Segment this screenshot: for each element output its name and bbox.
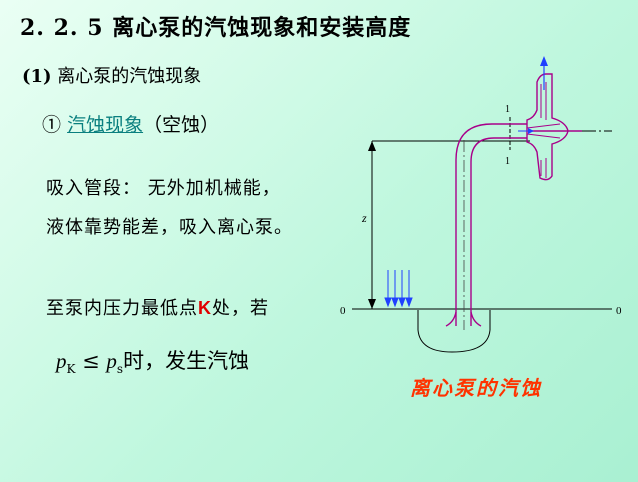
- section-heading-text: 离心泵的汽蚀现象: [57, 66, 202, 87]
- pump-discharge-channel: [540, 82, 547, 120]
- pump-lower-volute: [540, 158, 547, 178]
- liquid-pressure-arrows: [384, 270, 413, 308]
- dimension-arrow-up: [368, 141, 376, 151]
- dimension-arrow-down: [368, 299, 376, 309]
- discharge-arrow-icon: [540, 56, 548, 66]
- diagram-caption: 离心泵的汽蚀: [410, 376, 542, 400]
- formula-tail: 时，发生汽蚀: [123, 349, 250, 373]
- sump-tank: [417, 310, 491, 353]
- section-label-1-bottom: 1: [505, 156, 510, 167]
- suction-pipe-outer: [455, 123, 527, 326]
- section-number: (1): [22, 66, 52, 87]
- formula-p-s: p: [106, 349, 117, 373]
- formula-sub-s: s: [116, 362, 124, 377]
- datum-label-0-left: 0: [340, 305, 346, 317]
- impeller-blades: [526, 123, 561, 139]
- item-suffix: （空蚀）: [143, 114, 220, 136]
- pipe-inlet-flare: [445, 311, 482, 327]
- cavitation-link[interactable]: 汽蚀现象: [67, 114, 144, 136]
- body-line-3: 至泵内压力最低点K处，若: [46, 294, 269, 320]
- body-line-3-start: 至泵内压力最低点: [46, 298, 198, 319]
- datum-label-0-right: 0: [616, 305, 622, 317]
- list-item-cavitation: ① 汽蚀现象（空蚀）: [42, 110, 219, 137]
- page-title: 2. 2. 5 离心泵的汽蚀现象和安装高度: [20, 15, 412, 41]
- point-k-label: K: [198, 298, 212, 318]
- height-label-z: z: [361, 211, 367, 225]
- body-line-2: 液体靠势能差，吸入离心泵。: [46, 217, 293, 238]
- section-heading: (1) 离心泵的汽蚀现象: [22, 62, 201, 88]
- cavitation-condition-formula: pK ≤ ps时，发生汽蚀: [56, 345, 249, 376]
- inlet-flow-arrow-icon: [528, 128, 534, 134]
- formula-operator: ≤: [75, 349, 107, 373]
- circled-number-marker: ①: [42, 114, 62, 136]
- formula-p-k: p: [56, 349, 67, 373]
- section-label-1-top: 1: [505, 104, 510, 115]
- formula-sub-k: K: [66, 362, 76, 377]
- suction-pipe-inner: [470, 137, 527, 326]
- body-line-1: 吸入管段： 无外加机械能，: [46, 178, 281, 199]
- body-line-3-end: 处，若: [212, 298, 269, 319]
